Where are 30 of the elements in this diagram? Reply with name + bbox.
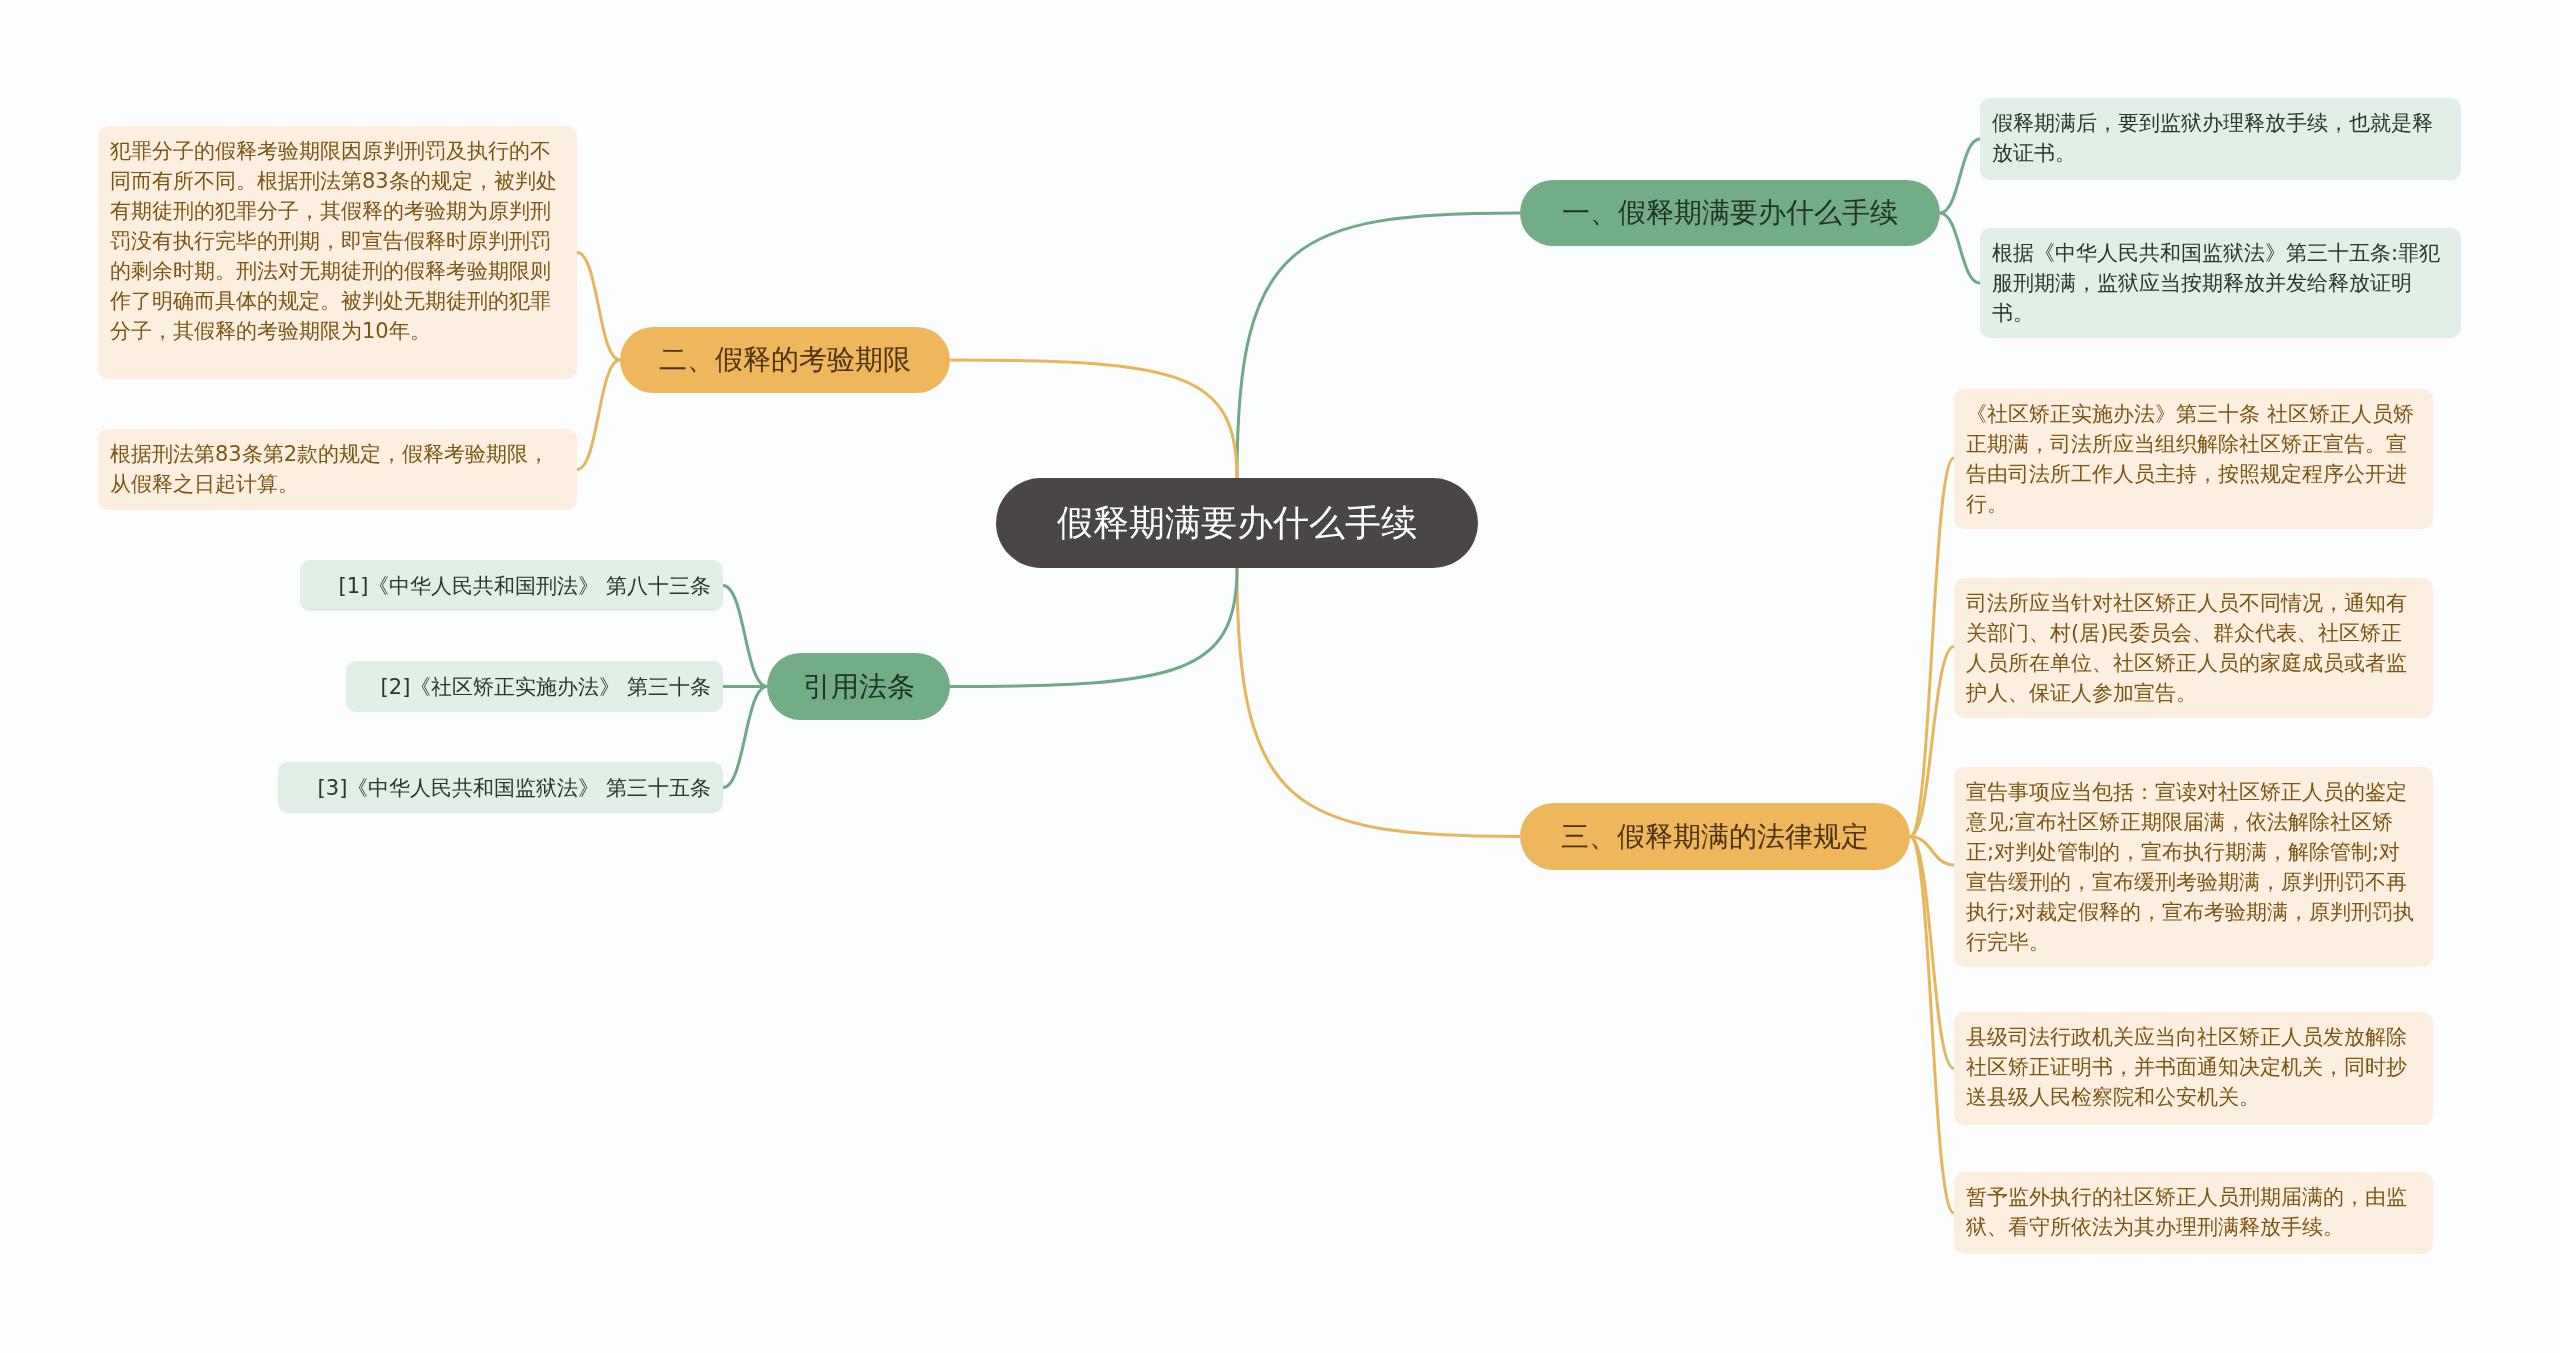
connector-line bbox=[722, 685, 768, 789]
note-box: 犯罪分子的假释考验期限因原判刑罚及执行的不同而有所不同。根据刑法第83条的规定，被判处有期徒刑的犯罪分子，其假释的考验期为原判刑罚没有执行完毕的刑期，即宣告假释时原判刑罚的剩余时期。刑法对无期徒刑的假释考验期限则作了明确而具体的规定。被判处无期徒刑的犯罪分子，其假释的考验期限为10年。 bbox=[98, 126, 577, 379]
reference-box: [2]《社区矫正实施办法》 第三十条 bbox=[346, 661, 723, 712]
note-box: 宣告事项应当包括：宣读对社区矫正人员的鉴定意见;宣布社区矫正期限届满，依法解除社区矫正;对判处管制的，宣布执行期满，解除管制;对宣告缓刑的，宣布缓刑考验期满，原判刑罚不再执行;对裁定假释的，宣布考验期满，原判刑罚执行完毕。 bbox=[1954, 767, 2433, 967]
central-topic-box: 假释期满要办什么手续 bbox=[996, 478, 1478, 568]
connector-line bbox=[1908, 457, 1956, 838]
note-box: 司法所应当针对社区矫正人员不同情况，通知有关部门、村(居)民委员会、群众代表、社区矫正人员所在单位、社区矫正人员的家庭成员或者监护人、保证人参加宣告。 bbox=[1954, 578, 2433, 718]
reference-box: [3]《中华人民共和国监狱法》 第三十五条 bbox=[278, 762, 723, 813]
branch-topic-box: 三、假释期满的法律规定 bbox=[1520, 803, 1910, 870]
connector-line bbox=[950, 567, 1239, 688]
connector-line bbox=[576, 358, 621, 471]
connector-line bbox=[1908, 835, 1956, 1214]
connector-line bbox=[1909, 645, 1955, 838]
note-box: 暂予监外执行的社区矫正人员刑期届满的，由监狱、看守所依法为其办理刑满释放手续。 bbox=[1954, 1172, 2433, 1254]
branch-topic-box: 引用法条 bbox=[767, 653, 950, 720]
note-box: 根据刑法第83条第2款的规定，假释考验期限，从假释之日起计算。 bbox=[98, 429, 577, 510]
connector-line bbox=[950, 358, 1239, 479]
connector-line bbox=[722, 584, 768, 688]
note-box: 《社区矫正实施办法》第三十条 社区矫正人员矫正期满，司法所应当组织解除社区矫正宣告。宣告由司法所工作人员主持，按照规定程序公开进行。 bbox=[1954, 389, 2433, 529]
branch-topic-box: 一、假释期满要办什么手续 bbox=[1520, 180, 1940, 246]
reference-box: [1]《中华人民共和国刑法》 第八十三条 bbox=[300, 560, 723, 611]
note-box: 根据《中华人民共和国监狱法》第三十五条:罪犯服刑期满，监狱应当按期释放并发给释放证明书。 bbox=[1980, 228, 2461, 338]
connector-line bbox=[1235, 211, 1520, 479]
branch-topic-box: 二、假释的考验期限 bbox=[620, 327, 950, 393]
note-box: 县级司法行政机关应当向社区矫正人员发放解除社区矫正证明书，并书面通知决定机关，同时抄送县级人民检察院和公安机关。 bbox=[1954, 1012, 2433, 1125]
connector-line bbox=[1939, 137, 1981, 215]
connector-line bbox=[1939, 211, 1981, 285]
note-box: 假释期满后，要到监狱办理释放手续，也就是释放证书。 bbox=[1980, 98, 2461, 180]
connector-line bbox=[1235, 567, 1520, 838]
connector-line bbox=[576, 251, 621, 362]
